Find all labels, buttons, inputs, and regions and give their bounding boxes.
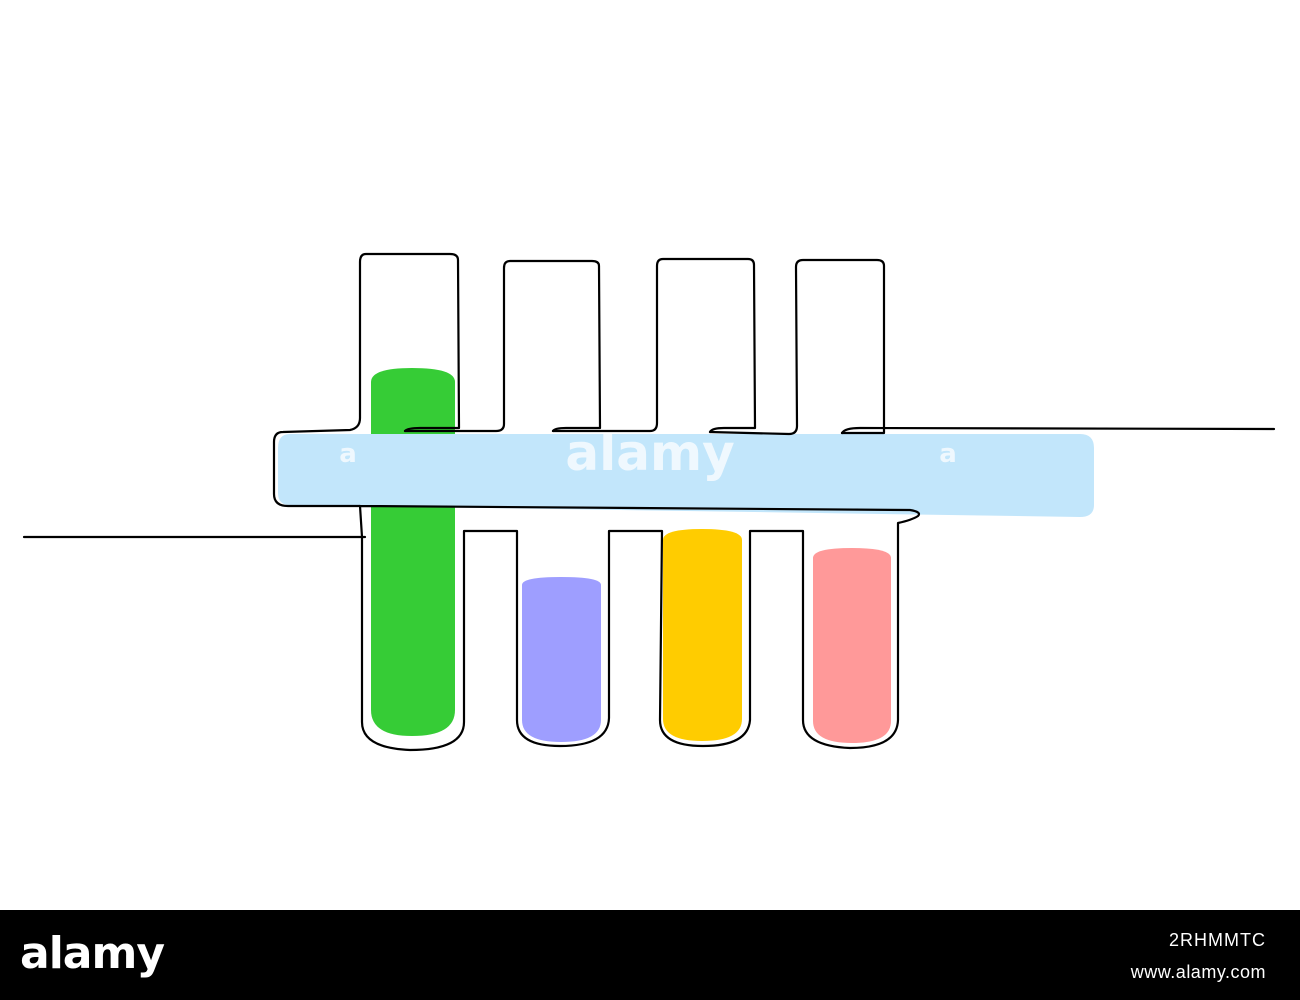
tube-yellow-upper-outline bbox=[551, 257, 757, 434]
tube-purple-upper-outline bbox=[403, 259, 602, 433]
tube-green-lower-outline bbox=[358, 504, 921, 752]
watermark-center: alamy bbox=[565, 424, 734, 482]
tube-pink-upper-outline bbox=[708, 258, 886, 436]
image-id-label: 2RHMMTC bbox=[1169, 930, 1266, 950]
watermark-left: a bbox=[339, 439, 357, 469]
test-tube-rack-illustration: alamy a a bbox=[22, 252, 1276, 752]
green-liquid bbox=[371, 368, 455, 736]
purple-liquid bbox=[522, 577, 601, 742]
watermark-footer: alamy 2RHMMTC www.alamy.com bbox=[0, 910, 1300, 1000]
yellow-liquid bbox=[663, 529, 742, 741]
site-url-label: www.alamy.com bbox=[1130, 962, 1266, 982]
pink-liquid bbox=[813, 548, 891, 743]
alamy-logo: alamy bbox=[20, 928, 165, 979]
watermark-right: a bbox=[939, 439, 957, 469]
rack-fill bbox=[278, 434, 1094, 517]
tube-green-upper-outline bbox=[272, 252, 461, 508]
right-lead-line bbox=[840, 426, 1276, 435]
